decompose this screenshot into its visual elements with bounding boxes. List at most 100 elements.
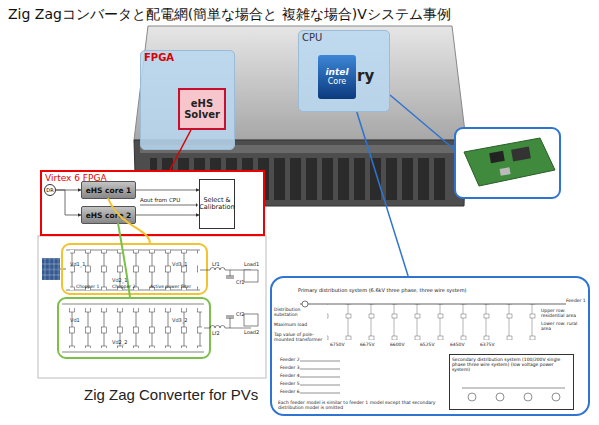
feeder-line — [300, 385, 340, 386]
text-label: 6525V — [420, 343, 435, 348]
secondary-box: Secondary distribution system (100/200V … — [449, 354, 574, 410]
load-circle — [468, 393, 476, 401]
capacitor-symbol — [226, 316, 234, 317]
node-text: intel — [326, 68, 349, 78]
text-label: 6600V — [390, 343, 405, 348]
text-label: Cf2 — [236, 312, 244, 318]
text-label: 6675V — [360, 343, 375, 348]
chip — [511, 147, 531, 162]
secondary-line — [462, 388, 565, 389]
yellow-group — [62, 244, 207, 294]
dr-circle: DR — [44, 184, 56, 196]
text-label: Load2 — [244, 330, 259, 336]
wire — [204, 328, 210, 329]
cpu-logo: intelCore — [318, 55, 356, 99]
node-text: CPU — [302, 32, 322, 43]
pv-panel — [42, 258, 60, 280]
node-text: Core — [328, 78, 347, 87]
select-box: Select & Calibration — [199, 179, 235, 229]
core-box: eHS core 1 — [81, 181, 136, 199]
feeder-taps — [327, 304, 537, 340]
wire — [230, 270, 231, 276]
capacitor-symbol — [226, 278, 234, 279]
core-box: eHS core 2 — [81, 206, 136, 224]
distribution-background — [270, 276, 590, 416]
cpu-box: CPU intelCore — [298, 30, 390, 112]
load-symbol — [244, 314, 258, 326]
feeder-line — [300, 369, 340, 370]
text-label: Chopper 2 — [112, 285, 135, 290]
switch-legs — [70, 250, 198, 290]
node-text: Select & Calibration — [199, 197, 234, 212]
text-label: 6450V — [450, 343, 465, 348]
text-label: Aout from CPU — [140, 197, 180, 203]
node-text: eHS core 2 — [86, 211, 132, 220]
text-label: Feeder 2 — [280, 358, 300, 363]
text-label: Vd3_1 — [172, 262, 187, 268]
text-label: Load1 — [244, 262, 259, 268]
rail — [62, 352, 204, 353]
text-label: Lf2 — [212, 331, 220, 337]
text-label: Feeder 5 — [280, 382, 300, 387]
fpga-box: FPGA eHS Solver — [140, 50, 235, 150]
node-text: eHS core 1 — [86, 186, 132, 195]
load-circle — [552, 393, 560, 401]
inductor-symbol — [210, 326, 225, 329]
text-label: Cf1 — [236, 280, 244, 286]
text-label: Tap value of pole-mounted transformer — [274, 333, 324, 343]
wire — [230, 318, 231, 328]
inductor-symbol — [210, 268, 225, 271]
solver-box: eHS Solver — [178, 88, 226, 130]
text-label: Vd2_1 — [112, 278, 127, 284]
text-label: Vd3_2 — [172, 318, 187, 324]
text-label: Lf1 — [212, 262, 220, 268]
text-label: Feeder 6 — [280, 390, 300, 395]
node-text: eHS Solver — [180, 98, 224, 120]
cpu-board-line — [390, 95, 455, 150]
text-label: Upper row: residential area — [541, 309, 587, 319]
text-label: Vd1_1 — [70, 262, 85, 268]
text-label: 6750V — [330, 343, 345, 348]
chip — [500, 167, 511, 176]
text-label: Feeder 4 — [280, 374, 300, 379]
diagram-caption: Zig Zag Converter for PVs — [84, 386, 258, 403]
text-label: Vd1 — [70, 318, 80, 324]
capacitor-symbol — [226, 318, 234, 319]
switch-legs — [66, 308, 202, 348]
rail — [62, 304, 204, 305]
schematic-panel — [38, 236, 266, 378]
text-label: Feeder 3 — [280, 366, 300, 371]
node-text: Primary distribution system (6.6kV three… — [298, 287, 518, 293]
substation-symbol — [302, 301, 308, 307]
green-group — [58, 298, 210, 358]
wire — [225, 328, 251, 329]
feeder-line — [300, 377, 340, 378]
text-label: ry — [357, 68, 374, 85]
load-circle — [496, 393, 504, 401]
text-label: Maximum load — [274, 323, 307, 328]
chip — [489, 151, 505, 163]
text-label: Lower row: rural area — [541, 322, 587, 332]
capacitor-symbol — [226, 276, 234, 277]
connector — [357, 112, 408, 276]
text-label: Each feeder model is similar to feeder 1… — [278, 401, 438, 411]
diagram-title: Zig Zagコンバータと配電網(簡単な場合と 複雑な場合)Vシステム事例 — [8, 6, 451, 24]
wire — [200, 270, 210, 271]
text-label: Feeder 1 — [566, 299, 586, 304]
load-symbol — [244, 270, 258, 282]
circuit-board — [464, 138, 555, 186]
node-text: DR — [46, 187, 53, 193]
pv-grid — [42, 258, 60, 280]
node-text: Secondary distribution system (100/200V … — [450, 355, 573, 375]
node-text: FPGA — [144, 52, 174, 63]
feeder-line — [300, 361, 340, 362]
text-label: Vd2_2 — [112, 340, 127, 346]
feeder-line — [300, 393, 340, 394]
text-label: Chopper 1 — [76, 285, 99, 290]
load-circle — [524, 393, 532, 401]
text-label: 6375V — [480, 343, 495, 348]
board-frame — [455, 128, 560, 198]
text-label: Active power filter — [150, 285, 191, 290]
